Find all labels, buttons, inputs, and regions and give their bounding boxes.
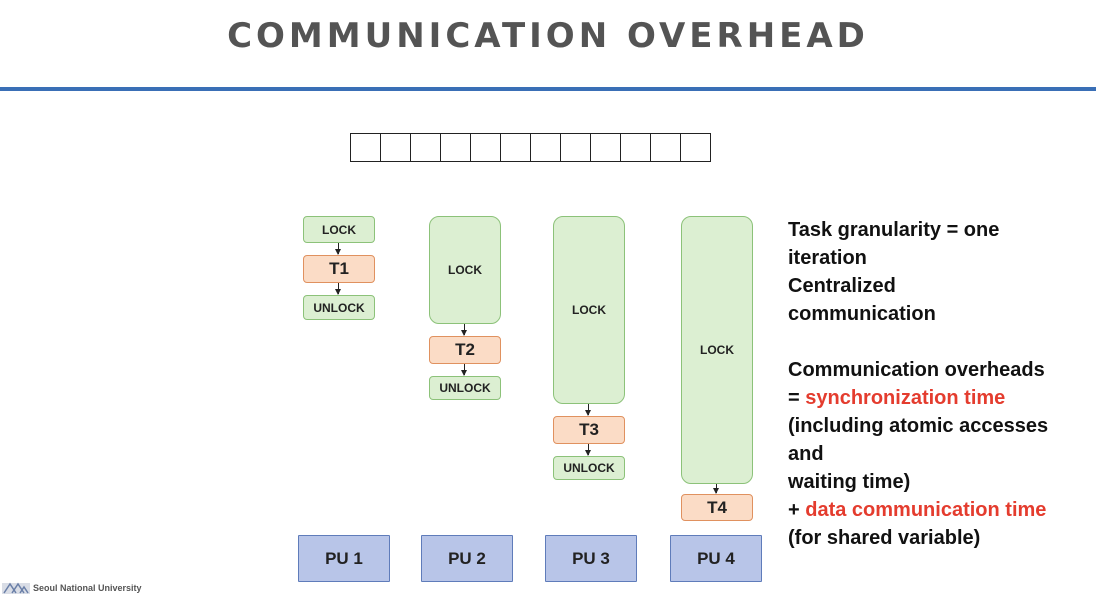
pu-box-2: PU 2	[421, 535, 513, 582]
note-line: (including atomic accesses	[788, 415, 1049, 437]
task-box-t4: T4	[681, 494, 753, 521]
unlock-box-pu3: UNLOCK	[553, 456, 625, 480]
task-box-t2: T2	[429, 336, 501, 364]
footer: Seoul National University	[2, 581, 142, 595]
highlight-synchronization-time: synchronization time	[805, 387, 1006, 409]
arrow	[461, 324, 467, 336]
university-name: Seoul National University	[33, 583, 142, 593]
arrow	[585, 404, 591, 416]
arrow	[335, 243, 341, 255]
array-cell	[380, 133, 411, 162]
array-cell	[680, 133, 711, 162]
unlock-box-pu2: UNLOCK	[429, 376, 501, 400]
note-line: iteration	[788, 247, 867, 269]
array-cell	[530, 133, 561, 162]
array-cell	[470, 133, 501, 162]
slide-title: COMMUNICATION OVERHEAD	[227, 16, 869, 56]
array-cell	[560, 133, 591, 162]
lock-box-pu1: LOCK	[303, 216, 375, 243]
task-box-t3: T3	[553, 416, 625, 444]
arrow	[335, 283, 341, 295]
pu-box-1: PU 1	[298, 535, 390, 582]
note-line: Centralized	[788, 275, 896, 297]
title-divider	[0, 87, 1096, 91]
array-cell	[350, 133, 381, 162]
array-cell	[650, 133, 681, 162]
note-line: (for shared variable)	[788, 527, 981, 549]
arrow	[713, 484, 719, 494]
note-line: + data communication time	[788, 496, 1096, 524]
array-cell	[620, 133, 651, 162]
array-cell	[410, 133, 441, 162]
array-cell	[500, 133, 531, 162]
note-line: = synchronization time	[788, 384, 1096, 412]
note-line: communication	[788, 303, 936, 325]
arrow	[461, 364, 467, 376]
array-cell	[590, 133, 621, 162]
explanation-text: Task granularity = one iteration Central…	[788, 216, 1096, 552]
note-prefix: =	[788, 387, 806, 409]
note-prefix: +	[788, 499, 806, 521]
task-box-t1: T1	[303, 255, 375, 283]
note-line: Communication overheads	[788, 359, 1045, 381]
highlight-data-communication-time: data communication time	[805, 499, 1047, 521]
array-cell	[440, 133, 471, 162]
lock-box-pu4: LOCK	[681, 216, 753, 484]
pu-box-4: PU 4	[670, 535, 762, 582]
note-line: Task granularity = one	[788, 219, 1000, 241]
pu-box-3: PU 3	[545, 535, 637, 582]
unlock-box-pu1: UNLOCK	[303, 295, 375, 320]
note-line: waiting time)	[788, 471, 911, 493]
lock-box-pu3: LOCK	[553, 216, 625, 404]
lock-box-pu2: LOCK	[429, 216, 501, 324]
spacer	[788, 328, 1096, 356]
shared-array	[350, 133, 711, 162]
note-line: and	[788, 443, 824, 465]
arrow	[585, 444, 591, 456]
university-logo-icon	[2, 582, 30, 594]
